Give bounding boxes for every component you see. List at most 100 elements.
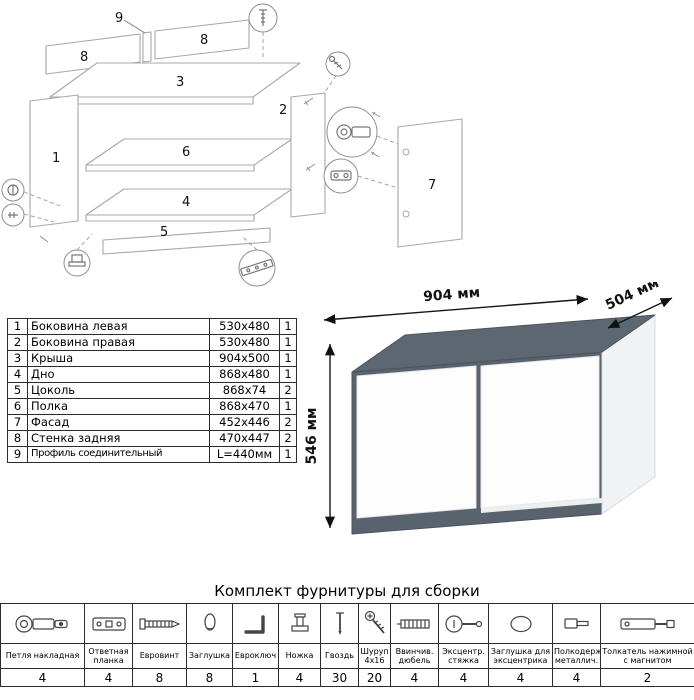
profile-glyph-icon: [240, 258, 274, 277]
screw-mark-icon: [305, 163, 316, 172]
foot-glyph-icon: [68, 254, 86, 267]
part-connector-profile: [142, 31, 152, 63]
depth-dimension-arrow: [607, 297, 673, 329]
part-number: 9: [7, 446, 28, 463]
part-name: Полка: [27, 398, 210, 415]
screw-icon: [364, 610, 385, 634]
exploded-view-diagram: 9 8 8 3 1 2 6 4 5 7: [1, 3, 463, 287]
screw-mark-icon: [39, 235, 49, 243]
part-size: 530x480: [209, 334, 280, 351]
cabinet-door-left: [356, 365, 477, 519]
hardware-qty: 4: [488, 668, 553, 687]
part-label-8b: 8: [200, 33, 208, 48]
parts-table-row: 3 Крыша 904x500 1: [7, 350, 297, 367]
hardware-name: Евровинт: [132, 643, 187, 669]
hardware-name: Заглушка: [186, 643, 233, 669]
dowel-icon: [396, 618, 430, 629]
part-number: 5: [7, 382, 28, 399]
push-latch-icon: [619, 617, 675, 630]
part-name: Боковина левая: [27, 318, 210, 335]
parts-table-row: 6 Полка 868x470 1: [7, 398, 297, 415]
hardware-qty: 4: [438, 668, 489, 687]
parts-table-row: 9 Профиль соединительный L=440мм 1: [7, 446, 297, 463]
parts-table-row: 1 Боковина левая 530x480 1: [7, 318, 297, 335]
parts-table-row: 8 Стенка задняя 470x447 2: [7, 430, 297, 447]
part-size: 868x470: [209, 398, 280, 415]
part-name: Стенка задняя: [27, 430, 210, 447]
hardware-qty: 1: [232, 668, 279, 687]
hinge-icon: [14, 614, 68, 633]
cam-cap-icon: [509, 615, 532, 632]
width-dimension-arrow: [323, 294, 589, 325]
part-qty: 1: [279, 366, 297, 383]
cabinet-bottom-edge: [481, 498, 602, 513]
parts-table-row: 4 Дно 868x480 1: [7, 366, 297, 383]
part-size: 530x480: [209, 318, 280, 335]
callout-foot: [63, 249, 91, 277]
part-side-left: [29, 94, 79, 228]
hardware-qty: 4: [390, 668, 439, 687]
hardware-name: Заглушка для эксцентрика: [488, 643, 553, 669]
screw-mark-icon: [303, 97, 314, 106]
part-label-6: 6: [182, 145, 190, 160]
part-number: 4: [7, 366, 28, 383]
cam-glyph-icon: [7, 184, 19, 196]
height-dimension-label: 546 мм: [304, 408, 320, 465]
part-number: 7: [7, 414, 28, 431]
screw-glyph-icon: [328, 55, 343, 70]
confirmat-glyph-icon: [259, 9, 267, 26]
parts-table: 1 Боковина левая 530x480 1 2 Боковина пр…: [7, 318, 297, 463]
part-label-4: 4: [182, 195, 190, 210]
part-qty: 1: [279, 446, 297, 463]
part-size: L=440мм: [209, 446, 280, 463]
hardware-name: Ножка: [278, 643, 321, 669]
hardware-qty: 30: [320, 668, 359, 687]
foot-icon: [290, 612, 309, 632]
part-number: 6: [7, 398, 28, 415]
part-label-3: 3: [176, 75, 184, 90]
dowel-glyph-icon: [8, 212, 18, 218]
hardware-qty: 20: [358, 668, 391, 687]
part-name: Фасад: [27, 414, 210, 431]
part-side-right: [290, 92, 326, 218]
hardware-qty-row: 4 4 8 8 1 4 30 20 4 4 4 4 2: [0, 668, 694, 687]
hardware-qty: 4: [84, 668, 133, 687]
part-qty: 2: [279, 382, 297, 399]
part-name: Боковина правая: [27, 334, 210, 351]
depth-dimension-label: 504 мм: [603, 282, 661, 314]
hardware-qty: 4: [278, 668, 321, 687]
part-name: Профиль соединительный: [27, 446, 210, 463]
part-qty: 1: [279, 398, 297, 415]
callout-screw-right: [325, 51, 351, 77]
strike-plate-icon: [91, 616, 126, 631]
confirmat-screw-icon: [138, 617, 181, 630]
part-facade: [397, 118, 463, 248]
hardware-name: Эксцентр. стяжка: [438, 643, 489, 669]
hardware-name: Шуруп 4x16: [358, 643, 391, 669]
hardware-icon-row: [0, 603, 694, 644]
part-name: Крыша: [27, 350, 210, 367]
cap-icon: [203, 612, 216, 631]
part-size: 904x500: [209, 350, 280, 367]
parts-table-row: 5 Цоколь 868x74 2: [7, 382, 297, 399]
parts-table-row: 7 Фасад 452x446 2: [7, 414, 297, 431]
callout-hinge-small: [323, 158, 359, 194]
part-label-8a: 8: [80, 50, 88, 65]
part-number: 3: [7, 350, 28, 367]
hardware-table: Петля накладная Ответная планка Евровинт…: [0, 603, 694, 687]
part-label-9: 9: [115, 11, 123, 26]
part-size: 868x74: [209, 382, 280, 399]
nail-icon: [335, 611, 344, 635]
shelf-support-icon: [563, 617, 589, 629]
cabinet-render: 904 мм 504 мм 546 мм: [304, 282, 673, 535]
cam-lock-icon: [444, 614, 482, 633]
part-label-2: 2: [279, 103, 287, 118]
hinge-hole: [402, 210, 410, 218]
part-qty: 1: [279, 334, 297, 351]
width-dimension-label: 904 мм: [423, 285, 481, 306]
hardware-qty: 4: [0, 668, 85, 687]
part-size: 452x446: [209, 414, 280, 431]
part-number: 2: [7, 334, 28, 351]
hardware-name: Петля накладная: [0, 643, 85, 669]
